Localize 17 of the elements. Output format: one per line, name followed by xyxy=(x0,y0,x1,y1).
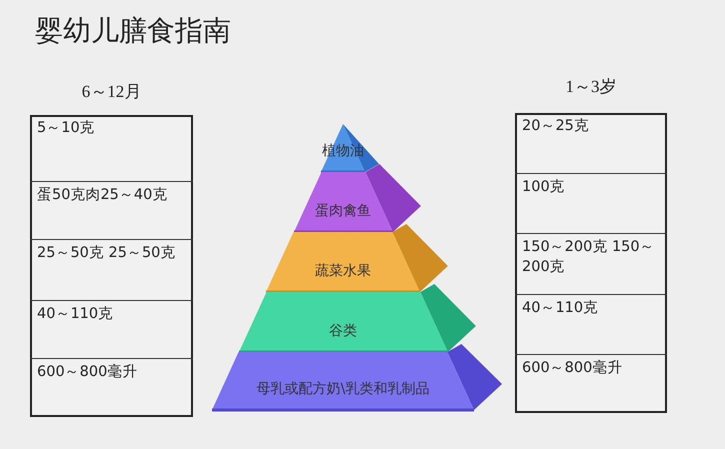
column-heading: 1～3岁 xyxy=(564,76,618,98)
table-cell-text: 蛋50克肉25～40克 xyxy=(37,186,168,205)
layer-label: 蛋肉禽鱼 xyxy=(314,202,372,220)
column-heading: 6～12月 xyxy=(80,81,142,103)
table-cell-text: 20～25克 xyxy=(522,117,590,136)
table-cell-text: 40～110克 xyxy=(522,299,600,318)
table-cell-text: 25～50克 25～50克 xyxy=(37,244,176,263)
layer-label: 蔬菜水果 xyxy=(314,262,372,280)
layer-label: 母乳或配方奶\乳类和乳制品 xyxy=(256,380,430,398)
layer-label: 谷类 xyxy=(328,322,358,340)
table-cell-text: 100克 xyxy=(522,178,566,197)
table-cell-text: 150～200克 150～200克 xyxy=(522,238,656,277)
table-cell-text: 5～10克 xyxy=(37,119,96,138)
table-cell-text: 600～800毫升 xyxy=(37,362,138,382)
table-cell-text: 600～800毫升 xyxy=(522,358,624,378)
title: 婴幼儿膳食指南 xyxy=(35,13,231,49)
table-cell-text: 40～110克 xyxy=(37,305,114,324)
